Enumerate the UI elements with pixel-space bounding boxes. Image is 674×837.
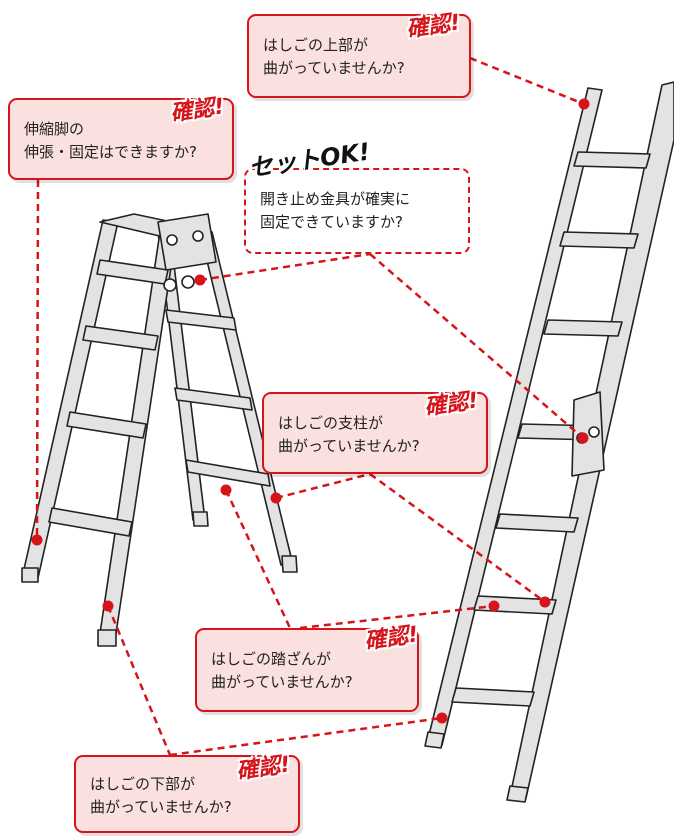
stepladder-back-step bbox=[185, 459, 271, 487]
straight-ladder bbox=[424, 81, 674, 803]
straight-ladder-step bbox=[543, 319, 623, 337]
leader-stop-right bbox=[369, 253, 584, 439]
leader-top bbox=[469, 56, 585, 106]
check-point bbox=[488, 600, 500, 612]
check-point bbox=[31, 534, 43, 546]
leader-lines bbox=[35, 56, 585, 757]
stepladder-foot bbox=[97, 629, 117, 647]
check-point bbox=[270, 492, 282, 504]
leader-stop bbox=[199, 252, 371, 282]
stepladder-foot bbox=[21, 567, 39, 583]
callout-line: 曲がっていませんか? bbox=[278, 437, 420, 455]
check-points bbox=[31, 98, 590, 724]
leader-leg bbox=[35, 179, 40, 541]
callout-telescopic-leg: 伸縮脚の 伸張・固定はできますか? bbox=[8, 98, 234, 180]
stepladder-front-step bbox=[48, 507, 133, 537]
callout-ladder-bottom: はしごの下部が 曲がっていませんか? bbox=[74, 755, 300, 833]
callout-line: はしごの支柱が bbox=[278, 414, 384, 432]
straight-ladder-foot bbox=[424, 731, 445, 749]
leader-bottom-right bbox=[169, 716, 443, 757]
stepladder-hinge bbox=[157, 213, 217, 271]
stepladder-front-step bbox=[66, 411, 147, 439]
callout-ladder-top: はしごの上部が 曲がっていませんか? bbox=[247, 14, 471, 98]
leader-step-right bbox=[299, 604, 495, 630]
stepladder-back-step bbox=[174, 387, 253, 411]
callout-line: はしごの下部が bbox=[90, 775, 196, 793]
stepladder-foot bbox=[281, 555, 298, 573]
check-point bbox=[577, 432, 589, 444]
straight-ladder-step bbox=[451, 687, 535, 707]
callout-line: 曲がっていませんか? bbox=[211, 673, 353, 691]
callout-line: はしごの上部が bbox=[263, 36, 369, 54]
leader-step-left bbox=[224, 489, 292, 629]
callout-line: 伸縮脚の bbox=[24, 120, 85, 138]
check-point bbox=[194, 274, 206, 286]
leader-bottom-left bbox=[106, 605, 172, 756]
stepladder-foot bbox=[192, 511, 209, 527]
callout-step: はしごの踏ざんが 曲がっていませんか? bbox=[195, 628, 419, 712]
callout-line: 曲がっていませんか? bbox=[90, 798, 232, 816]
straight-ladder-step bbox=[495, 513, 579, 533]
callout-line: 開き止め金具が確実に bbox=[260, 190, 411, 208]
check-point bbox=[436, 712, 448, 724]
callout-spreader-stop: 開き止め金具が確実に 固定できていますか? bbox=[244, 168, 470, 254]
stepladder bbox=[21, 213, 298, 647]
straight-ladder-step bbox=[573, 151, 651, 169]
straight-ladder-foot bbox=[506, 785, 529, 803]
callout-line: 伸張・固定はできますか? bbox=[24, 143, 197, 161]
stepladder-front-step bbox=[82, 325, 159, 351]
leader-pillar bbox=[275, 472, 371, 500]
check-point bbox=[578, 98, 590, 110]
leader-pillar-right bbox=[369, 472, 546, 604]
callout-line: 固定できていますか? bbox=[260, 213, 403, 231]
callout-line: はしごの踏ざんが bbox=[211, 650, 332, 668]
check-point bbox=[102, 600, 114, 612]
callout-pillar: はしごの支柱が 曲がっていませんか? bbox=[262, 392, 488, 474]
straight-ladder-step bbox=[559, 231, 639, 249]
check-point bbox=[539, 596, 551, 608]
straight-ladder-hinge bbox=[571, 391, 605, 477]
check-point bbox=[220, 484, 232, 496]
stepladder-back-step bbox=[165, 309, 237, 331]
callout-line: 曲がっていませんか? bbox=[263, 59, 405, 77]
